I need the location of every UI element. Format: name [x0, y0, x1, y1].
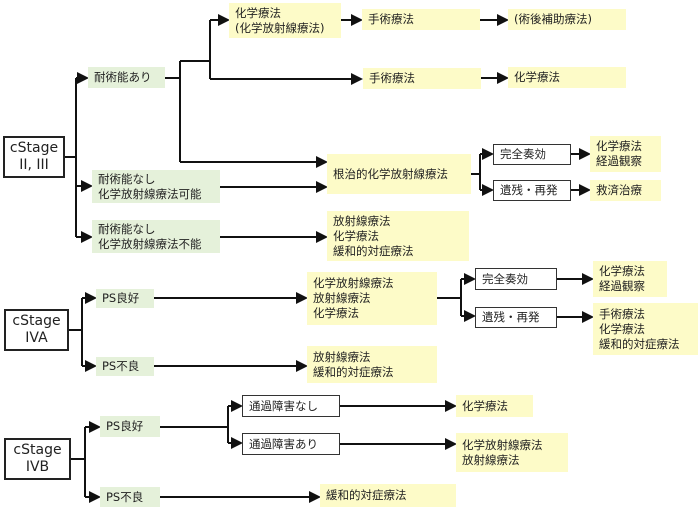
- obstruction-treatment-node: 化学放射線療法 放射線療法: [456, 433, 568, 472]
- surgery-node-2: 手術療法: [363, 68, 481, 89]
- palliative-care-node: 緩和的対症療法: [320, 484, 456, 507]
- surgery-node: 手術療法: [362, 9, 480, 30]
- cr-followup-node: 化学療法 経過観察: [590, 136, 661, 172]
- adjuvant-therapy-node: (術後補助療法): [508, 9, 626, 30]
- chemotherapy-node: 化学療法: [508, 67, 626, 88]
- ps-poor-node: PS不良: [100, 487, 160, 507]
- palliative-options-node: 放射線療法 化学療法 緩和的対症療法: [327, 211, 469, 261]
- salvage-therapy-node: 救済治療: [590, 180, 661, 201]
- chemotherapy-node: 化学療法: [456, 395, 533, 417]
- ps-poor-treatment-node: 放射線療法 緩和的対症療法: [307, 346, 437, 383]
- definitive-crt-node: 根治的化学放射線療法: [327, 154, 471, 194]
- no-obstruction-node: 通過障害なし: [242, 395, 340, 417]
- neoadjuvant-therapy-node: 化学療法 (化学放射線療法): [229, 3, 341, 38]
- ps-good-treatment-node: 化学放射線療法 放射線療法 化学療法: [307, 272, 437, 325]
- residual-treatment-node: 手術療法 化学療法 緩和的対症療法: [593, 303, 698, 355]
- ps-good-node: PS良好: [96, 289, 154, 308]
- cr-followup-node: 化学療法 経過観察: [593, 261, 667, 297]
- operable-node: 耐術能あり: [88, 67, 165, 88]
- complete-response-node: 完全奏効: [493, 144, 571, 165]
- obstruction-node: 通過障害あり: [242, 433, 340, 455]
- ps-poor-node: PS不良: [96, 357, 154, 376]
- stage-4b-box: cStage IVB: [4, 438, 71, 480]
- inoperable-crt-impossible-node: 耐術能なし 化学放射線療法不能: [92, 220, 220, 253]
- stage-2-3-box: cStage II, III: [3, 136, 65, 178]
- ps-good-node: PS良好: [100, 416, 160, 437]
- complete-response-node: 完全奏効: [475, 268, 557, 290]
- residual-recurrence-node: 遺残・再発: [475, 307, 557, 328]
- residual-recurrence-node: 遺残・再発: [493, 180, 571, 201]
- stage-4a-box: cStage IVA: [4, 309, 69, 351]
- inoperable-crt-possible-node: 耐術能なし 化学放射線療法可能: [92, 170, 220, 203]
